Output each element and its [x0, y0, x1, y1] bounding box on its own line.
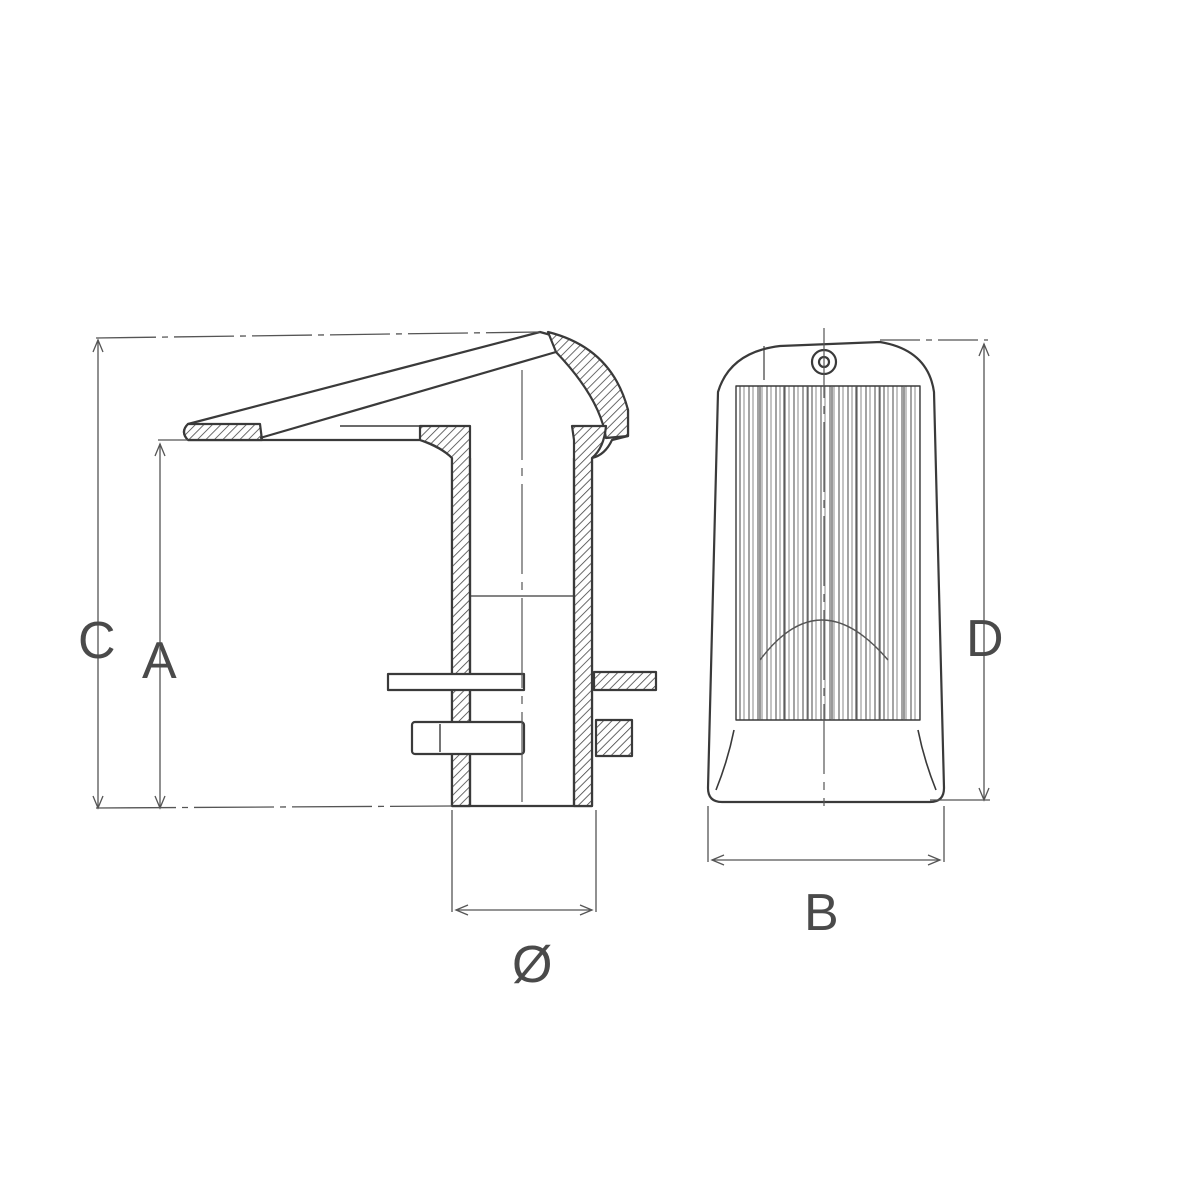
flange-right	[592, 670, 658, 692]
nut-right	[594, 718, 634, 758]
label-d: D	[966, 610, 1004, 668]
hood-lip	[182, 422, 264, 442]
tube-wall-left	[418, 424, 472, 808]
label-c: C	[78, 612, 116, 670]
tube-wall-right	[570, 424, 608, 808]
flange-left	[386, 672, 526, 692]
cowl-shell-hatch	[546, 330, 630, 440]
grille	[735, 385, 921, 721]
nut-left	[410, 720, 526, 756]
label-diameter: Ø	[512, 936, 552, 994]
label-a: A	[142, 632, 177, 690]
dimension-lines-right	[707, 339, 990, 866]
side-section-view	[182, 330, 658, 808]
dimension-lines-left	[92, 331, 597, 916]
label-b: B	[804, 884, 839, 942]
cowl-outline	[182, 330, 630, 808]
front-view	[706, 328, 946, 806]
